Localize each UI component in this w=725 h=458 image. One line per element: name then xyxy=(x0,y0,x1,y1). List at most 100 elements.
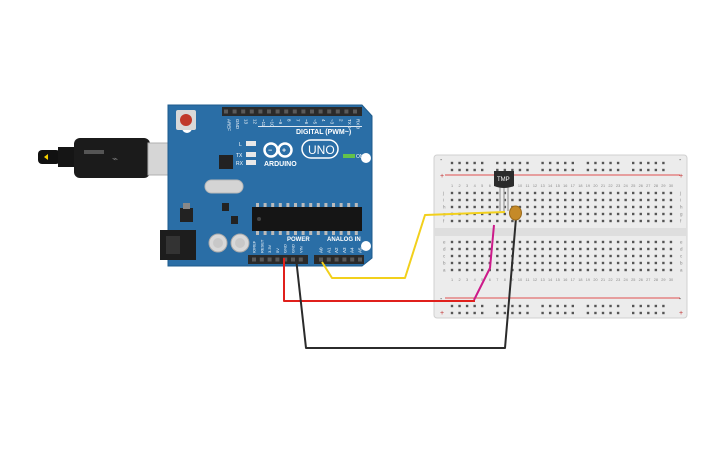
terminal-hole[interactable] xyxy=(647,254,650,258)
terminal-hole[interactable] xyxy=(458,205,461,209)
terminal-hole[interactable] xyxy=(654,191,658,195)
terminal-hole[interactable] xyxy=(624,191,627,195)
terminal-hole[interactable] xyxy=(548,191,552,195)
terminal-hole[interactable] xyxy=(518,205,522,209)
terminal-hole[interactable] xyxy=(571,261,574,265)
terminal-hole[interactable] xyxy=(632,247,635,251)
terminal-hole[interactable] xyxy=(503,240,507,244)
terminal-hole[interactable] xyxy=(669,198,673,202)
rail-hole[interactable] xyxy=(481,304,484,308)
terminal-hole[interactable] xyxy=(481,198,484,202)
terminal-hole[interactable] xyxy=(632,198,635,202)
digital-pin-hole[interactable] xyxy=(327,109,332,114)
terminal-hole[interactable] xyxy=(503,261,507,265)
rail-hole[interactable] xyxy=(586,304,590,308)
terminal-hole[interactable] xyxy=(571,219,574,223)
wire-yellow-a0-to-sensor[interactable] xyxy=(321,211,506,279)
terminal-hole[interactable] xyxy=(526,219,529,223)
rail-hole[interactable] xyxy=(496,161,499,165)
terminal-hole[interactable] xyxy=(564,261,567,265)
terminal-hole[interactable] xyxy=(616,205,620,209)
digital-pin-hole[interactable] xyxy=(249,109,254,114)
terminal-hole[interactable] xyxy=(465,247,469,251)
terminal-hole[interactable] xyxy=(518,247,522,251)
digital-pin-hole[interactable] xyxy=(310,109,314,114)
terminal-hole[interactable] xyxy=(586,205,590,209)
terminal-hole[interactable] xyxy=(458,240,461,244)
terminal-hole[interactable] xyxy=(548,219,552,223)
terminal-hole[interactable] xyxy=(564,247,567,251)
terminal-hole[interactable] xyxy=(601,198,605,202)
terminal-hole[interactable] xyxy=(662,191,665,195)
rail-hole[interactable] xyxy=(586,311,590,315)
terminal-hole[interactable] xyxy=(616,268,620,272)
terminal-hole[interactable] xyxy=(594,247,597,251)
terminal-hole[interactable] xyxy=(450,268,454,272)
terminal-hole[interactable] xyxy=(586,268,590,272)
terminal-hole[interactable] xyxy=(616,254,620,258)
wire-black-gnd-to-sensor[interactable] xyxy=(295,217,517,349)
terminal-hole[interactable] xyxy=(488,247,491,251)
terminal-hole[interactable] xyxy=(518,268,522,272)
rail-hole[interactable] xyxy=(601,168,605,172)
analog-pin-hole[interactable] xyxy=(319,257,323,262)
terminal-hole[interactable] xyxy=(662,247,665,251)
terminal-hole[interactable] xyxy=(533,205,537,209)
rail-hole[interactable] xyxy=(458,311,461,315)
terminal-hole[interactable] xyxy=(579,254,582,258)
rail-hole[interactable] xyxy=(458,168,461,172)
terminal-hole[interactable] xyxy=(662,205,665,209)
rail-hole[interactable] xyxy=(450,304,454,308)
terminal-hole[interactable] xyxy=(488,240,491,244)
terminal-hole[interactable] xyxy=(609,254,612,258)
rail-hole[interactable] xyxy=(594,304,597,308)
rail-hole[interactable] xyxy=(541,304,544,308)
power-pin-hole[interactable] xyxy=(298,257,303,262)
terminal-hole[interactable] xyxy=(473,261,476,265)
rail-hole[interactable] xyxy=(564,311,567,315)
terminal-hole[interactable] xyxy=(647,191,650,195)
terminal-hole[interactable] xyxy=(503,219,507,223)
rail-hole[interactable] xyxy=(465,304,469,308)
rail-hole[interactable] xyxy=(662,311,665,315)
digital-pin-hole[interactable] xyxy=(275,109,280,114)
terminal-hole[interactable] xyxy=(556,261,559,265)
terminal-hole[interactable] xyxy=(601,219,605,223)
rail-hole[interactable] xyxy=(654,168,658,172)
terminal-hole[interactable] xyxy=(639,247,642,251)
terminal-hole[interactable] xyxy=(586,198,590,202)
terminal-hole[interactable] xyxy=(594,261,597,265)
terminal-hole[interactable] xyxy=(556,212,559,216)
terminal-hole[interactable] xyxy=(503,191,507,195)
terminal-hole[interactable] xyxy=(669,219,673,223)
terminal-hole[interactable] xyxy=(556,191,559,195)
terminal-hole[interactable] xyxy=(503,212,507,216)
rail-hole[interactable] xyxy=(481,161,484,165)
terminal-hole[interactable] xyxy=(601,268,605,272)
wire-red-5v-to-rail[interactable] xyxy=(283,258,475,302)
terminal-hole[interactable] xyxy=(564,198,567,202)
rail-hole[interactable] xyxy=(647,161,650,165)
terminal-hole[interactable] xyxy=(488,212,491,216)
terminal-hole[interactable] xyxy=(609,268,612,272)
analog-pin-hole[interactable] xyxy=(334,257,339,262)
rail-hole[interactable] xyxy=(473,304,476,308)
terminal-hole[interactable] xyxy=(579,268,582,272)
terminal-hole[interactable] xyxy=(632,254,635,258)
terminal-hole[interactable] xyxy=(473,240,476,244)
rail-hole[interactable] xyxy=(450,168,454,172)
rail-hole[interactable] xyxy=(662,304,665,308)
terminal-hole[interactable] xyxy=(632,261,635,265)
rail-hole[interactable] xyxy=(556,161,559,165)
rail-hole[interactable] xyxy=(586,168,590,172)
terminal-hole[interactable] xyxy=(526,261,529,265)
terminal-hole[interactable] xyxy=(579,240,582,244)
terminal-hole[interactable] xyxy=(654,212,658,216)
power-pin-hole[interactable] xyxy=(252,257,256,262)
terminal-hole[interactable] xyxy=(450,254,454,258)
rail-hole[interactable] xyxy=(473,168,476,172)
rail-hole[interactable] xyxy=(496,304,499,308)
rail-hole[interactable] xyxy=(518,304,522,308)
rail-hole[interactable] xyxy=(564,168,567,172)
